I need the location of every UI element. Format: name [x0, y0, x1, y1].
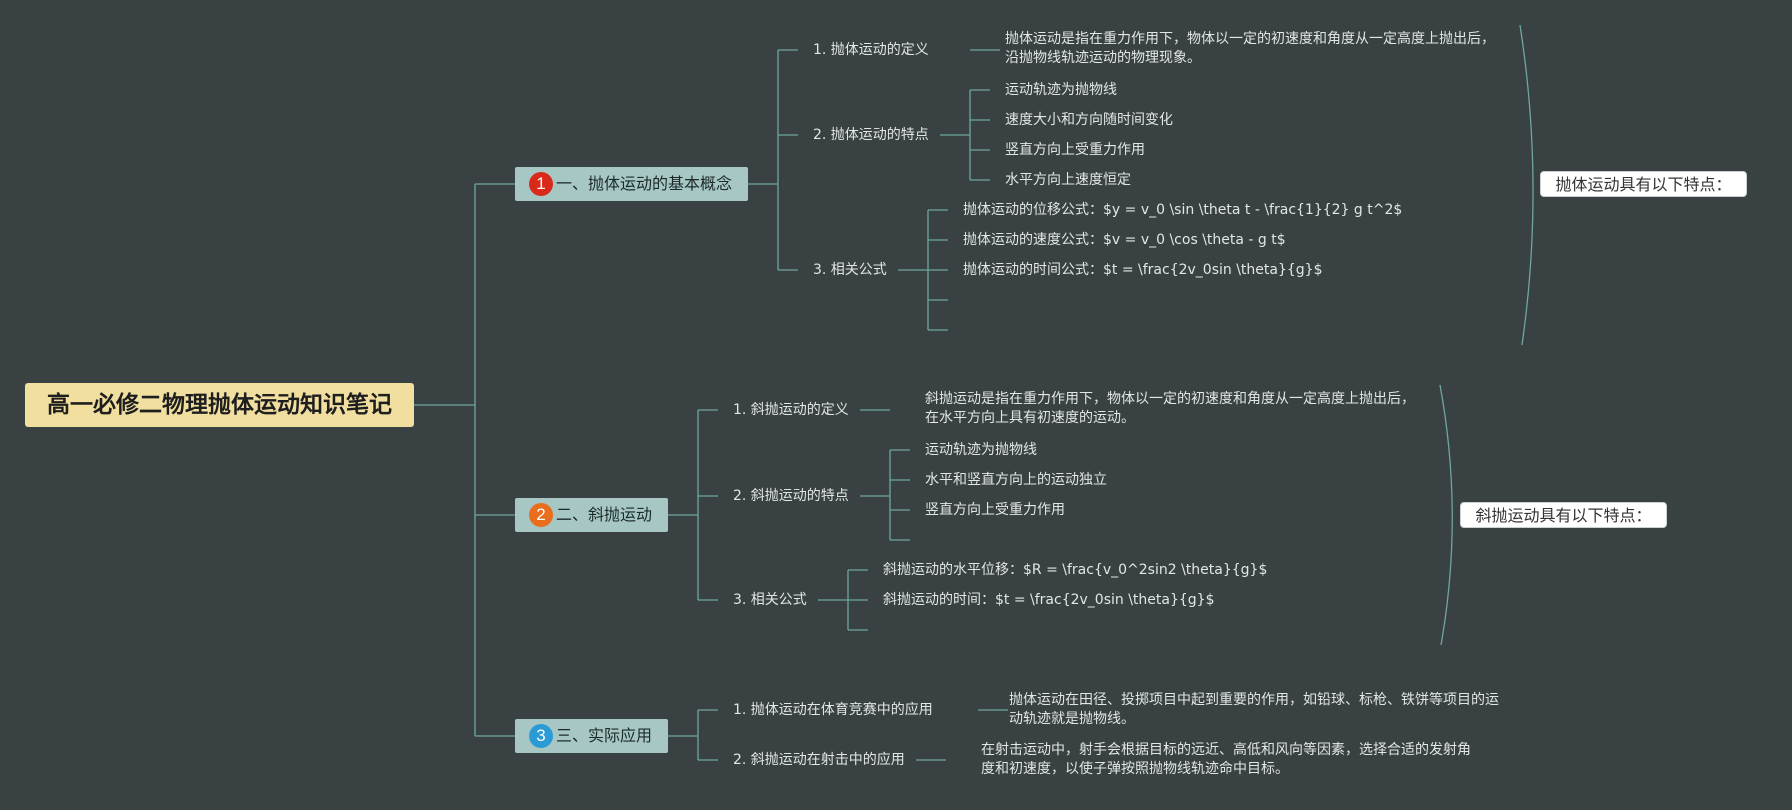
number-badge-3: 3	[529, 724, 553, 748]
feature-item[interactable]: 水平方向上速度恒定	[1005, 172, 1131, 188]
feature-item[interactable]: 运动轨迹为抛物线	[925, 442, 1037, 458]
definition-text[interactable]: 斜抛运动是指在重力作用下，物体以一定的初速度和角度从一定高度上抛出后，在水平方向…	[925, 391, 1415, 426]
branch-topic-2[interactable]: 2 二、斜抛运动	[515, 498, 668, 532]
subtopic-features[interactable]: 2. 抛体运动的特点	[813, 127, 929, 143]
root-topic[interactable]: 高一必修二物理抛体运动知识笔记	[25, 383, 414, 427]
branch-label: 三、实际应用	[556, 726, 653, 745]
feature-item[interactable]: 运动轨迹为抛物线	[1005, 82, 1117, 98]
feature-item[interactable]: 竖直方向上受重力作用	[925, 502, 1065, 518]
number-badge-1: 1	[529, 172, 553, 196]
branch-label: 二、斜抛运动	[556, 505, 653, 524]
summary-box-1[interactable]: 抛体运动具有以下特点：	[1540, 171, 1747, 197]
feature-item[interactable]: 竖直方向上受重力作用	[1005, 142, 1145, 158]
branch-label: 一、抛体运动的基本概念	[556, 174, 733, 193]
definition-text[interactable]: 抛体运动是指在重力作用下，物体以一定的初速度和角度从一定高度上抛出后，沿抛物线轨…	[1005, 31, 1495, 66]
branch-topic-3[interactable]: 3 三、实际应用	[515, 719, 668, 753]
summary-box-2[interactable]: 斜抛运动具有以下特点：	[1460, 502, 1667, 528]
formula-item[interactable]: 抛体运动的速度公式：$v = v_0 \cos \theta - g t$	[963, 232, 1286, 248]
branch-topic-1[interactable]: 1 一、抛体运动的基本概念	[515, 167, 748, 201]
formula-item[interactable]: 抛体运动的位移公式：$y = v_0 \sin \theta t - \frac…	[963, 202, 1403, 218]
subtopic-formulas[interactable]: 3. 相关公式	[733, 592, 807, 608]
subtopic-shooting-application[interactable]: 2. 斜抛运动在射击中的应用	[733, 752, 905, 768]
subtopic-features[interactable]: 2. 斜抛运动的特点	[733, 488, 849, 504]
subtopic-formulas[interactable]: 3. 相关公式	[813, 262, 887, 278]
application-text[interactable]: 在射击运动中，射手会根据目标的远近、高低和风向等因素，选择合适的发射角度和初速度…	[981, 742, 1471, 777]
feature-item[interactable]: 速度大小和方向随时间变化	[1005, 112, 1173, 128]
subtopic-definition[interactable]: 1. 斜抛运动的定义	[733, 402, 849, 418]
application-text[interactable]: 抛体运动在田径、投掷项目中起到重要的作用，如铅球、标枪、铁饼等项目的运动轨迹就是…	[1009, 692, 1499, 727]
formula-item[interactable]: 斜抛运动的水平位移：$R = \frac{v_0^2sin2 \theta}{g…	[883, 562, 1268, 578]
formula-item[interactable]: 斜抛运动的时间：$t = \frac{2v_0sin \theta}{g}$	[883, 592, 1215, 608]
subtopic-sports-application[interactable]: 1. 抛体运动在体育竞赛中的应用	[733, 702, 933, 718]
number-badge-2: 2	[529, 503, 553, 527]
feature-item[interactable]: 水平和竖直方向上的运动独立	[925, 472, 1107, 488]
formula-item[interactable]: 抛体运动的时间公式：$t = \frac{2v_0sin \theta}{g}$	[963, 262, 1323, 278]
subtopic-definition[interactable]: 1. 抛体运动的定义	[813, 42, 929, 58]
